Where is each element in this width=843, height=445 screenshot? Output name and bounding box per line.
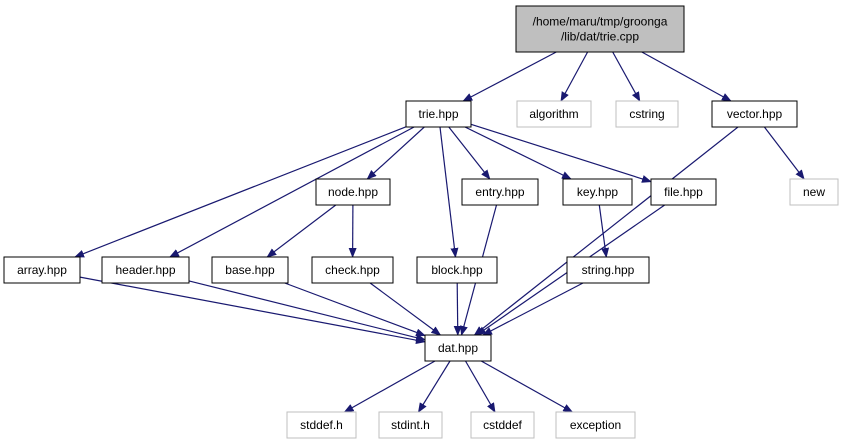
edge-string_hpp-to-dat_hpp: [482, 282, 584, 336]
edge-trie_hpp-to-block_hpp: [439, 126, 459, 258]
node-box: [555, 411, 636, 439]
node-label: array.hpp: [17, 263, 67, 277]
node-label: header.hpp: [115, 263, 175, 277]
node-box: [615, 100, 679, 128]
node-label: node.hpp: [328, 185, 378, 199]
node-array_hpp[interactable]: array.hpp: [3, 256, 81, 284]
node-stddef_h: stddef.h: [286, 411, 357, 439]
node-label: check.hpp: [325, 263, 380, 277]
node-string_hpp[interactable]: string.hpp: [566, 256, 650, 284]
edge-trie_cpp-to-vector_hpp: [641, 51, 732, 102]
node-base_hpp[interactable]: base.hpp: [211, 256, 289, 284]
node-stdint_h: stdint.h: [378, 411, 443, 439]
edge-trie_cpp-to-cstring: [612, 51, 641, 102]
node-label: base.hpp: [225, 263, 275, 277]
node-vector_hpp[interactable]: vector.hpp: [711, 100, 798, 128]
node-box: [416, 256, 498, 284]
node-label: stddef.h: [300, 418, 343, 432]
edge-trie_hpp-to-node_hpp: [366, 126, 425, 180]
node-box: [424, 334, 492, 362]
edge-vector_hpp-to-new: [763, 126, 805, 180]
node-dat_hpp[interactable]: dat.hpp: [424, 334, 492, 362]
edge-dat_hpp-to-stddef_h: [343, 360, 436, 413]
node-box: [470, 411, 535, 439]
node-box: [101, 256, 190, 284]
edge-dat_hpp-to-stdint_h: [417, 360, 451, 413]
node-label: /lib/dat/trie.cpp: [561, 30, 639, 44]
node-header_hpp[interactable]: header.hpp: [101, 256, 190, 284]
node-box: [405, 100, 472, 128]
edge-array_hpp-to-dat_hpp: [79, 276, 426, 345]
node-label: block.hpp: [431, 263, 483, 277]
node-check_hpp[interactable]: check.hpp: [311, 256, 394, 284]
node-algorithm: algorithm: [516, 100, 592, 128]
edge-node_hpp-to-base_hpp: [266, 204, 337, 258]
node-box: [562, 178, 633, 206]
edge-trie_hpp-to-key_hpp: [464, 126, 572, 180]
node-key_hpp[interactable]: key.hpp: [562, 178, 633, 206]
node-label: dat.hpp: [438, 341, 478, 355]
node-entry_hpp[interactable]: entry.hpp: [461, 178, 539, 206]
node-label: key.hpp: [577, 185, 618, 199]
node-cstddef: cstddef: [470, 411, 535, 439]
edge-trie_hpp-to-file_hpp: [470, 123, 652, 183]
edge-trie_hpp-to-entry_hpp: [448, 126, 491, 180]
node-label: algorithm: [529, 107, 578, 121]
edge-block_hpp-to-dat_hpp: [453, 282, 462, 336]
node-box: [650, 178, 717, 206]
node-node_hpp[interactable]: node.hpp: [315, 178, 391, 206]
edge-dat_hpp-to-exception: [480, 360, 574, 413]
edge-check_hpp-to-dat_hpp: [369, 282, 442, 336]
edge-trie_hpp-to-header_hpp: [169, 126, 415, 258]
node-box: [566, 256, 650, 284]
node-label: /home/maru/tmp/groonga: [533, 15, 668, 29]
node-box: [461, 178, 539, 206]
node-box: [516, 100, 592, 128]
edge-trie_hpp-to-array_hpp: [74, 126, 407, 258]
edge-vector_hpp-to-dat_hpp: [473, 126, 739, 336]
edge-dat_hpp-to-cstddef: [464, 360, 496, 413]
node-label: trie.hpp: [418, 107, 458, 121]
node-label: string.hpp: [582, 263, 635, 277]
node-box: [711, 100, 798, 128]
edge-key_hpp-to-string_hpp: [598, 204, 610, 258]
edge-trie_cpp-to-algorithm: [560, 51, 589, 102]
edge-base_hpp-to-dat_hpp: [284, 282, 426, 337]
node-cstring: cstring: [615, 100, 679, 128]
node-label: vector.hpp: [727, 107, 783, 121]
node-trie_cpp[interactable]: /home/maru/tmp/groonga/lib/dat/trie.cpp: [515, 5, 685, 53]
node-exception: exception: [555, 411, 636, 439]
node-box: [378, 411, 443, 439]
node-file_hpp[interactable]: file.hpp: [650, 178, 717, 206]
node-box: [315, 178, 391, 206]
node-trie_hpp[interactable]: trie.hpp: [405, 100, 472, 128]
node-box: [211, 256, 289, 284]
node-label: entry.hpp: [475, 185, 524, 199]
node-box: [3, 256, 81, 284]
node-label: file.hpp: [664, 185, 703, 199]
node-box: [515, 5, 685, 53]
node-box: [311, 256, 394, 284]
node-new: new: [789, 178, 839, 206]
node-label: exception: [570, 418, 621, 432]
edge-trie_cpp-to-trie_hpp: [462, 51, 557, 102]
node-label: stdint.h: [391, 418, 430, 432]
edge-header_hpp-to-dat_hpp: [188, 280, 426, 342]
node-label: cstring: [629, 107, 664, 121]
node-box: [286, 411, 357, 439]
node-label: new: [803, 185, 825, 199]
node-label: cstddef: [483, 418, 522, 432]
node-block_hpp[interactable]: block.hpp: [416, 256, 498, 284]
node-box: [789, 178, 839, 206]
